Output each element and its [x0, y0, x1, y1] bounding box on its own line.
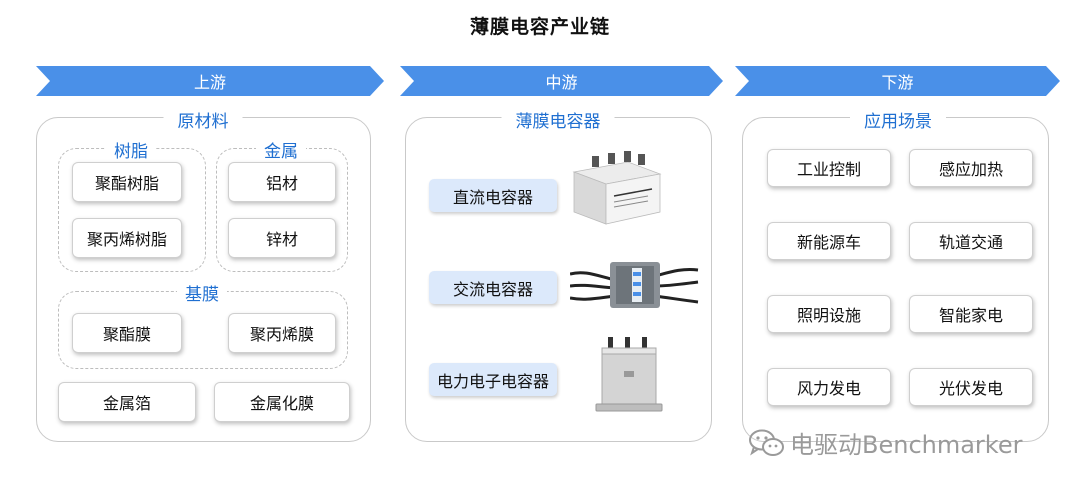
application-industrial-control: 工业控制 [767, 149, 891, 187]
dc-capacitor-image [572, 151, 662, 225]
application-photovoltaic: 光伏发电 [909, 368, 1033, 406]
metal-foil-item: 金属箔 [58, 382, 196, 422]
resin-group-label: 树脂 [106, 137, 156, 162]
ac-capacitor-image [570, 262, 699, 308]
resin-item-polyester: 聚酯树脂 [72, 162, 182, 202]
metal-item-zinc: 锌材 [228, 218, 336, 258]
dc-capacitor-item: 直流电容器 [429, 179, 557, 212]
film-item-polyester: 聚酯膜 [72, 313, 182, 353]
stage-label-upstream: 上游 [193, 73, 226, 92]
metal-group-label: 金属 [256, 137, 306, 162]
watermark: 电驱动Benchmarker [748, 425, 1022, 460]
watermark-text: 电驱动Benchmarker [790, 431, 1023, 459]
application-induction-heating: 感应加热 [909, 149, 1033, 187]
metal-item-aluminum: 铝材 [228, 162, 336, 202]
stage-label-midstream: 中游 [545, 73, 578, 92]
film-group-label: 基膜 [177, 280, 227, 305]
ac-capacitor-item: 交流电容器 [429, 271, 557, 304]
metallized-film-item: 金属化膜 [214, 382, 350, 422]
downstream-panel-label: 应用场景 [850, 107, 946, 132]
application-smart-appliances: 智能家电 [909, 295, 1033, 333]
application-lighting: 照明设施 [767, 295, 891, 333]
stage-arrow-downstream: 下游 [735, 66, 1060, 96]
wechat-icon [749, 429, 784, 456]
resin-item-polypropylene: 聚丙烯树脂 [72, 218, 182, 258]
film-item-polypropylene: 聚丙烯膜 [228, 313, 336, 353]
upstream-panel-label: 原材料 [163, 107, 243, 132]
application-wind-power: 风力发电 [767, 368, 891, 406]
stage-arrow-upstream: 上游 [36, 66, 384, 96]
application-new-energy-vehicle: 新能源车 [767, 222, 891, 260]
stage-arrow-midstream: 中游 [400, 66, 723, 96]
diagram-title: 薄膜电容产业链 [469, 16, 610, 38]
midstream-panel-label: 薄膜电容器 [501, 107, 615, 132]
stage-label-downstream: 下游 [881, 73, 914, 92]
power-electronic-capacitor-item: 电力电子电容器 [429, 363, 557, 396]
application-rail-transit: 轨道交通 [909, 222, 1033, 260]
power-electronic-capacitor-image [595, 337, 663, 412]
